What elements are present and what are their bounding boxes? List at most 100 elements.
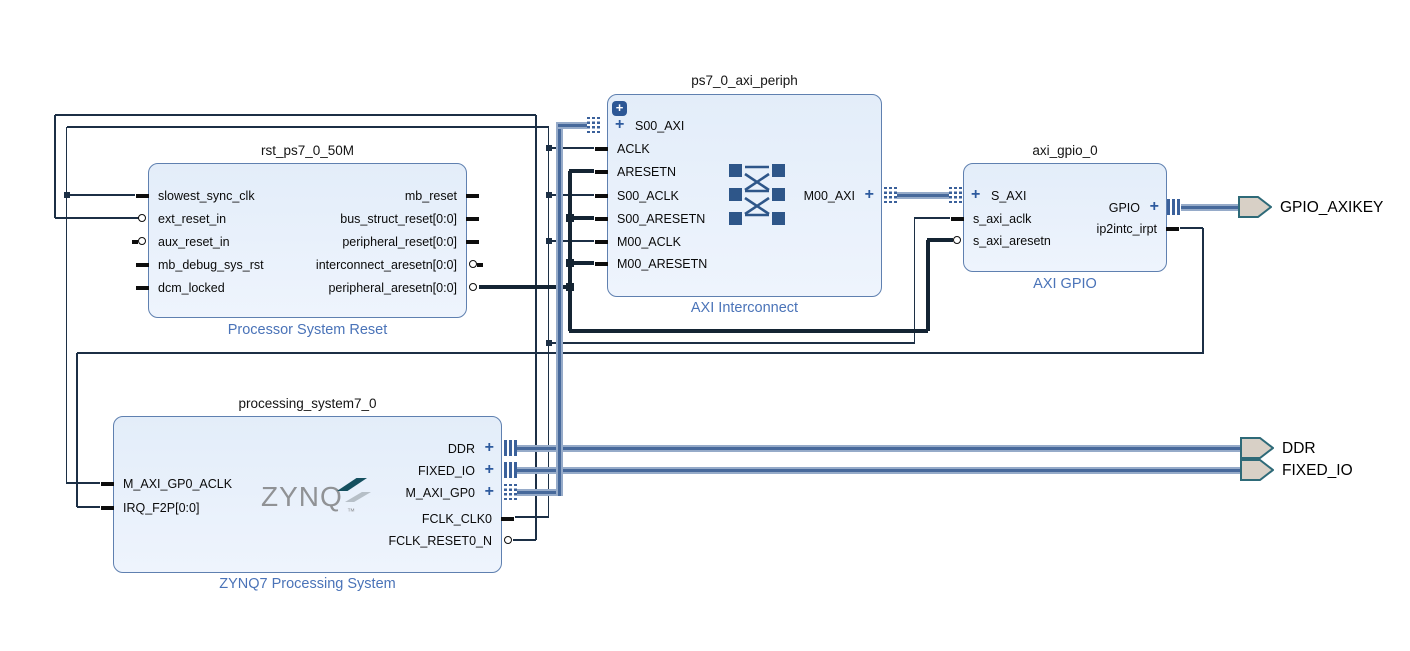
port-aux-reset-in[interactable]: aux_reset_in (132, 234, 466, 250)
port-s-axi[interactable]: + S_AXI (971, 186, 1027, 204)
external-port-gpio-axikey[interactable] (1238, 196, 1272, 218)
pin-stub (595, 262, 608, 266)
pin-stub (477, 263, 483, 267)
external-port-ddr[interactable] (1240, 437, 1274, 459)
bus-plus-icon[interactable]: + (484, 483, 494, 500)
wire-clock-net[interactable] (548, 147, 594, 149)
block-processing-system7-0[interactable]: M_AXI_GP0_ACLK IRQ_F2P[0:0] DDR + FIXED_… (101, 416, 514, 573)
port-mb-debug-sys-rst[interactable]: mb_debug_sys_rst (136, 257, 466, 273)
wire-aresetn-net[interactable] (927, 238, 953, 242)
wire-reset-net[interactable] (513, 539, 536, 541)
port-peripheral-aresetn[interactable]: peripheral_aresetn[0:0] (149, 280, 477, 296)
wire-clock-net[interactable] (66, 194, 135, 196)
wire-reset-net[interactable] (54, 115, 56, 218)
bus-m-axi-gp0[interactable] (555, 121, 563, 496)
port-ip2intc-irpt[interactable]: ip2intc_irpt (964, 221, 1179, 237)
wire-clock-net[interactable] (548, 342, 915, 344)
wire-clock-net[interactable] (66, 126, 549, 128)
port-m-axi-gp0-aclk[interactable]: M_AXI_GP0_ACLK (101, 476, 501, 492)
bus-fixed-io[interactable] (517, 466, 1242, 474)
port-fclk-clk0[interactable]: FCLK_CLK0 (114, 511, 514, 527)
bus-plus-icon[interactable]: + (1149, 198, 1159, 215)
pin-stub (136, 263, 149, 267)
port-ddr[interactable]: DDR + (447, 439, 494, 457)
port-ext-reset-in[interactable]: ext_reset_in (138, 211, 466, 227)
wire-aresetn-net[interactable] (569, 169, 594, 173)
pin-stub (595, 194, 608, 198)
port-s-axi-aresetn[interactable]: s_axi_aresetn (953, 233, 1166, 249)
block-rst-ps7-0-50m[interactable]: slowest_sync_clk ext_reset_in aux_reset_… (132, 163, 483, 318)
port-aresetn[interactable]: ARESETN (595, 164, 881, 180)
block-axi-gpio-0[interactable]: + S_AXI s_axi_aclk s_axi_aresetn GPIO + … (951, 163, 1179, 272)
bus-m-axi-gp0[interactable] (517, 488, 563, 496)
port-peripheral-reset[interactable]: peripheral_reset[0:0] (149, 234, 479, 250)
bus-m-axi-gp0[interactable] (558, 121, 587, 129)
zynq-logo-arrow-light (345, 492, 371, 502)
wire-reset-net[interactable] (535, 115, 537, 540)
wire-aresetn-net[interactable] (569, 261, 594, 265)
port-gpio[interactable]: GPIO + (1108, 198, 1159, 216)
wire-clock-net[interactable] (66, 482, 100, 484)
port-s00-aclk[interactable]: S00_ACLK (595, 188, 881, 204)
bus-m00-axi[interactable] (897, 191, 949, 199)
port-m00-axi[interactable]: M00_AXI + (803, 186, 874, 204)
expand-block-icon[interactable]: + (612, 101, 627, 116)
wire-irq-net[interactable] (76, 352, 1204, 354)
wire-junction (546, 192, 552, 198)
block-ps7-0-axi-periph[interactable]: + + S00_AXI ACLK ARESETN S00_ACLK S00_AR… (595, 94, 882, 297)
port-aclk[interactable]: ACLK (595, 141, 881, 157)
bus-plus-icon[interactable]: + (615, 116, 625, 133)
block-title-rst: rst_ps7_0_50M (260, 143, 355, 158)
port-dcm-locked[interactable]: dcm_locked (136, 280, 466, 296)
external-port-fixed-io[interactable] (1240, 459, 1274, 481)
wire-clock-net[interactable] (65, 127, 68, 483)
zynq-logo-text: ZYNQ (261, 481, 343, 512)
wire-clock-net[interactable] (547, 127, 550, 518)
wire-aresetn-net[interactable] (479, 285, 570, 289)
bus-indicator-m-axi-gp0-icon (504, 484, 518, 500)
port-interconnect-aresetn[interactable]: interconnect_aresetn[0:0] (149, 257, 483, 273)
wire-aresetn-net[interactable] (569, 329, 928, 333)
port-s00-axi[interactable]: + S00_AXI (615, 116, 685, 134)
pin-stub (595, 170, 608, 174)
wire-clock-net[interactable] (914, 217, 950, 219)
port-m-axi-gp0[interactable]: M_AXI_GP0 + (405, 483, 494, 501)
wire-reset-net[interactable] (54, 114, 536, 116)
port-fclk-reset0-n[interactable]: FCLK_RESET0_N (114, 533, 512, 549)
wire-aresetn-net[interactable] (569, 216, 594, 220)
bus-plus-icon[interactable]: + (971, 186, 981, 203)
bus-indicator-ddr-icon (504, 440, 518, 456)
pin-stub (136, 286, 149, 290)
pin-stub (101, 482, 114, 486)
port-s-axi-aclk[interactable]: s_axi_aclk (951, 211, 1166, 227)
port-s00-aresetn[interactable]: S00_ARESETN (595, 211, 881, 227)
wire-aresetn-net[interactable] (568, 171, 572, 331)
wire-reset-net[interactable] (55, 217, 140, 219)
wire-irq-net[interactable] (1202, 228, 1204, 353)
wire-irq-net[interactable] (1180, 227, 1203, 229)
wire-junction (566, 283, 574, 291)
port-slowest-sync-clk[interactable]: slowest_sync_clk (136, 188, 466, 204)
wire-aresetn-net[interactable] (926, 240, 930, 331)
port-mb-reset[interactable]: mb_reset (149, 188, 479, 204)
bus-plus-icon[interactable]: + (864, 186, 874, 203)
block-title-axi-periph: ps7_0_axi_periph (691, 73, 798, 88)
block-title-ps7: processing_system7_0 (238, 396, 377, 411)
wire-clock-net[interactable] (913, 218, 916, 343)
inversion-bubble-icon (469, 283, 477, 291)
port-m00-aresetn[interactable]: M00_ARESETN (595, 256, 881, 272)
pin-stub (595, 147, 608, 151)
bus-plus-icon[interactable]: + (484, 461, 494, 478)
port-bus-struct-reset[interactable]: bus_struct_reset[0:0] (149, 211, 479, 227)
inversion-bubble-icon (469, 260, 477, 268)
bus-gpio[interactable] (1181, 203, 1238, 211)
wire-irq-net[interactable] (76, 353, 78, 507)
wire-clock-net[interactable] (515, 516, 549, 518)
port-fixed-io[interactable]: FIXED_IO + (418, 461, 494, 479)
port-m00-aclk[interactable]: M00_ACLK (595, 234, 881, 250)
port-irq-f2p[interactable]: IRQ_F2P[0:0] (101, 500, 501, 516)
bus-ddr[interactable] (517, 444, 1242, 452)
wire-irq-net[interactable] (77, 506, 100, 508)
bus-plus-icon[interactable]: + (484, 439, 494, 456)
